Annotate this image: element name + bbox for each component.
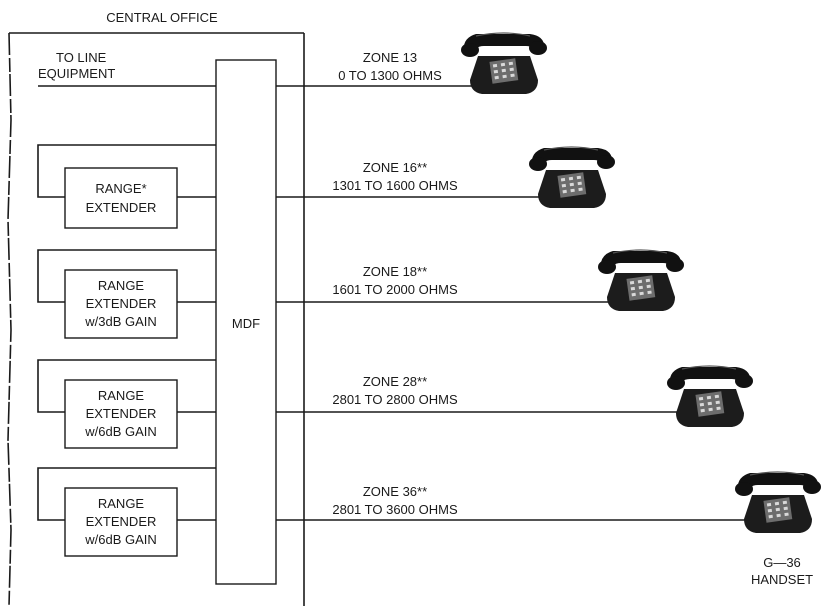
zone-13-line: ZONE 13 0 TO 1300 OHMS bbox=[276, 50, 495, 86]
range-extender-2: RANGE EXTENDER w/3dB GAIN bbox=[38, 250, 216, 338]
extender-1-line-1: RANGE* bbox=[95, 181, 146, 196]
zone-28-line: ZONE 28** 2801 TO 2800 OHMS bbox=[276, 374, 685, 412]
telephone-icon bbox=[461, 33, 547, 94]
extender-3-line-1: RANGE bbox=[98, 388, 145, 403]
zone-18-line: ZONE 18** 1601 TO 2000 OHMS bbox=[276, 264, 615, 302]
extender-4-line-3: w/6dB GAIN bbox=[84, 532, 157, 547]
zone-16-name: ZONE 16** bbox=[363, 160, 427, 175]
extender-4-line-2: EXTENDER bbox=[86, 514, 157, 529]
extender-4-line-1: RANGE bbox=[98, 496, 145, 511]
enclosure-left-edge bbox=[8, 33, 11, 606]
mdf-label: MDF bbox=[232, 316, 260, 331]
line-equipment-label-1: TO LINE bbox=[56, 50, 107, 65]
zone-28-range: 2801 TO 2800 OHMS bbox=[332, 392, 458, 407]
extender-2-line-1: RANGE bbox=[98, 278, 145, 293]
zone-18-range: 1601 TO 2000 OHMS bbox=[332, 282, 458, 297]
telephone-icon bbox=[735, 472, 821, 533]
extender-3-line-3: w/6dB GAIN bbox=[84, 424, 157, 439]
range-extender-1: RANGE* EXTENDER bbox=[38, 145, 216, 228]
line-equipment-label-2: EQUIPMENT bbox=[38, 66, 115, 81]
telephone-icon bbox=[667, 366, 753, 427]
zone-18-name: ZONE 18** bbox=[363, 264, 427, 279]
extender-2-line-3: w/3dB GAIN bbox=[84, 314, 157, 329]
zone-13-range: 0 TO 1300 OHMS bbox=[338, 68, 442, 83]
handset-label: HANDSET bbox=[751, 572, 813, 587]
extender-3-line-2: EXTENDER bbox=[86, 406, 157, 421]
zone-16-range: 1301 TO 1600 OHMS bbox=[332, 178, 458, 193]
central-office-title: CENTRAL OFFICE bbox=[106, 10, 218, 25]
zone-36-name: ZONE 36** bbox=[363, 484, 427, 499]
telephone-icon bbox=[529, 147, 615, 208]
handset-model-label: G—36 bbox=[763, 555, 801, 570]
zone-28-name: ZONE 28** bbox=[363, 374, 427, 389]
extender-1-line-2: EXTENDER bbox=[86, 200, 157, 215]
zone-16-line: ZONE 16** 1301 TO 1600 OHMS bbox=[276, 160, 548, 197]
range-extender-3: RANGE EXTENDER w/6dB GAIN bbox=[38, 360, 216, 448]
zone-36-range: 2801 TO 3600 OHMS bbox=[332, 502, 458, 517]
extender-1-box bbox=[65, 168, 177, 228]
zone-36-line: ZONE 36** 2801 TO 3600 OHMS bbox=[276, 484, 750, 520]
zone-13-name: ZONE 13 bbox=[363, 50, 417, 65]
range-extender-4: RANGE EXTENDER w/6dB GAIN bbox=[38, 468, 216, 556]
extender-2-line-2: EXTENDER bbox=[86, 296, 157, 311]
telephone-icon bbox=[598, 250, 684, 311]
